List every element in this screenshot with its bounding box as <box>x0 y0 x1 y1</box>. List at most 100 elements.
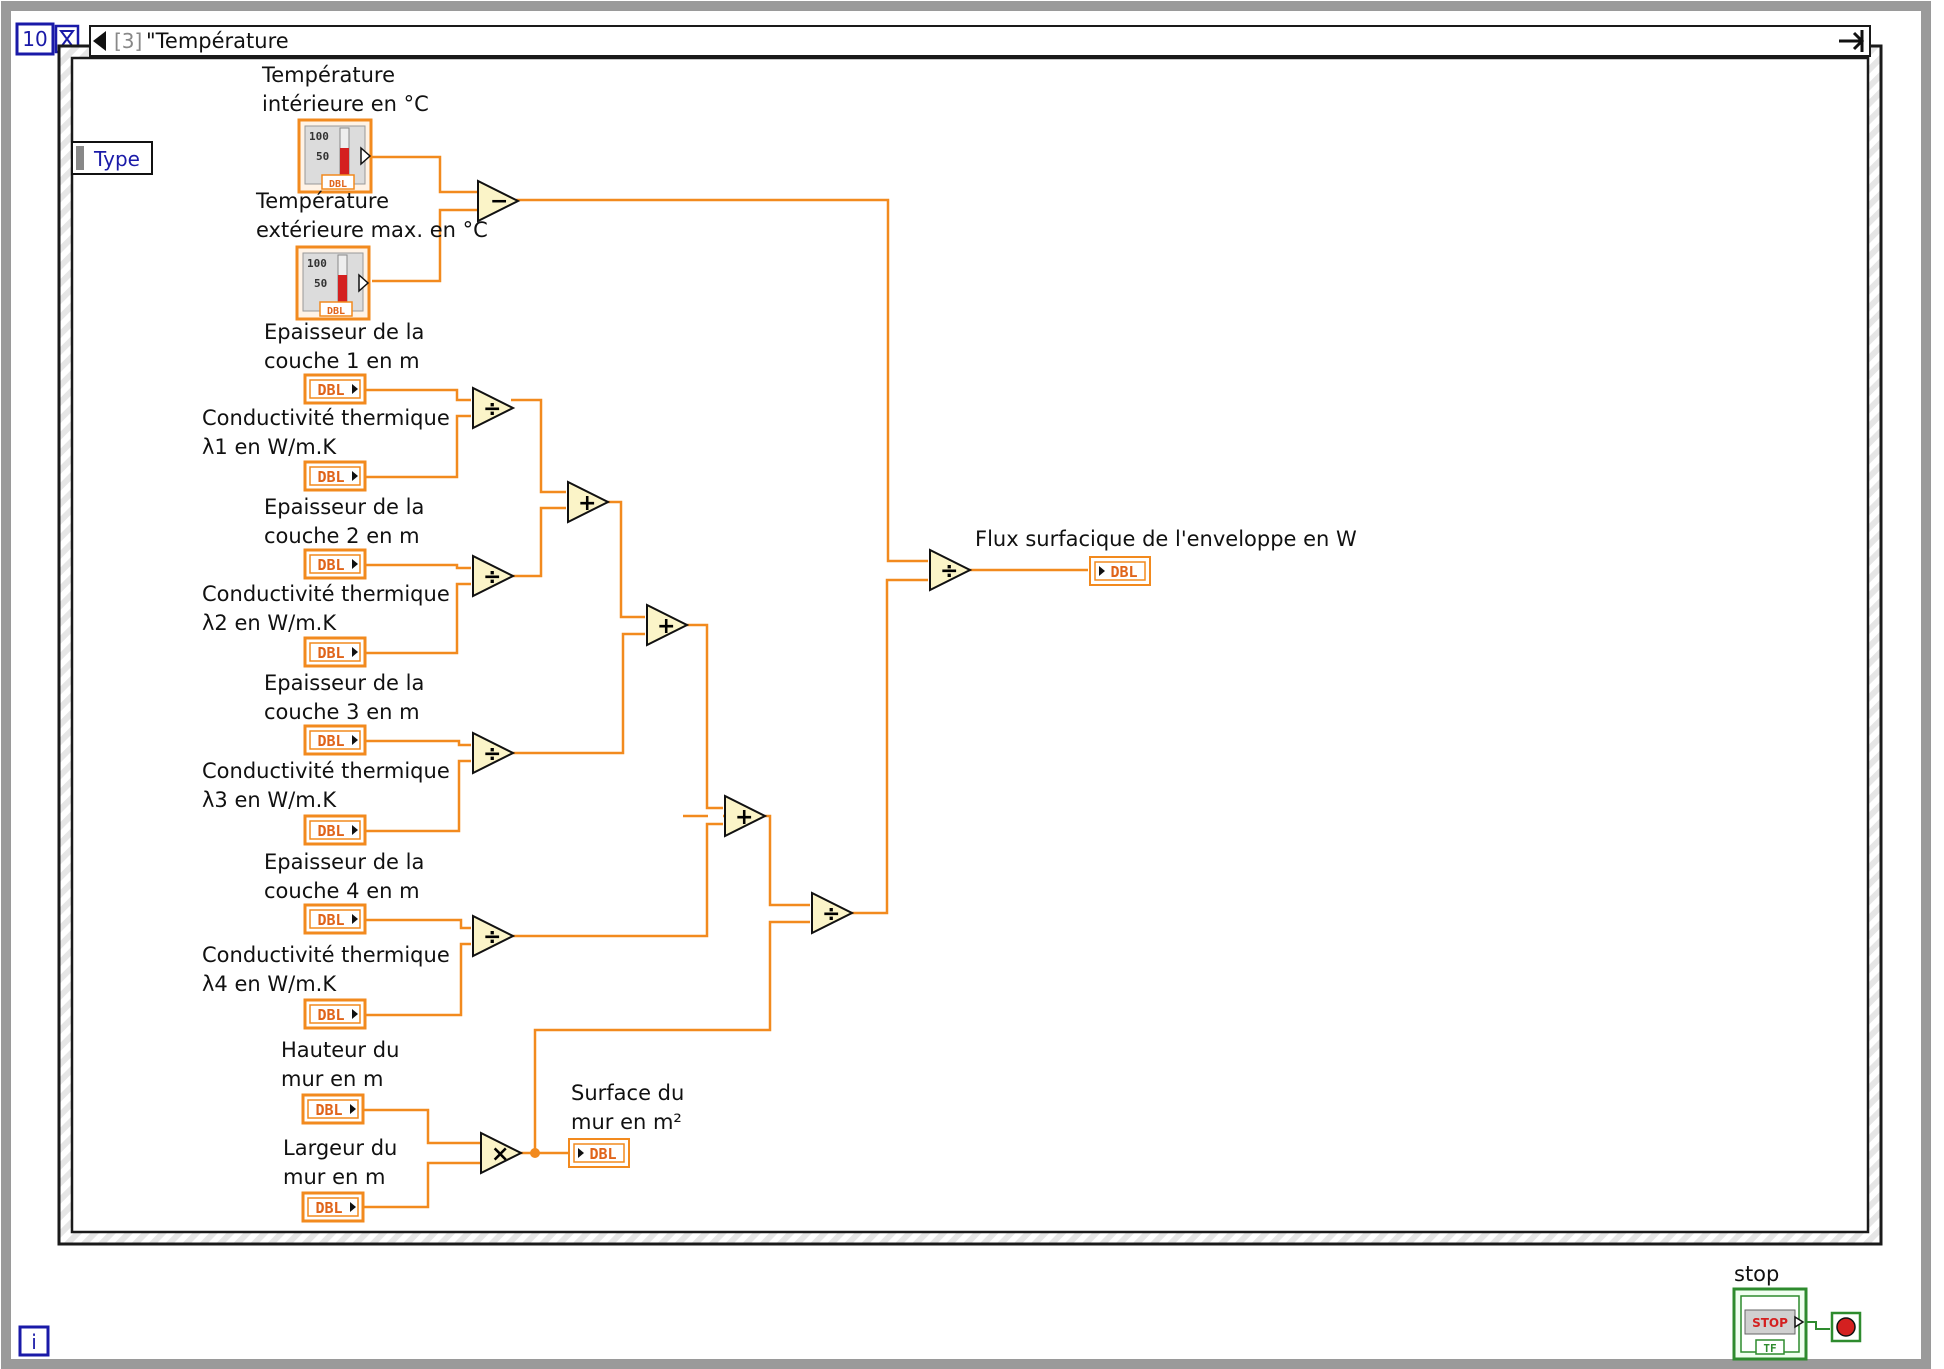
control-label-line: λ1 en W/m.K <box>202 435 337 459</box>
numeric-control-epaisseur-2[interactable]: DBL <box>303 548 367 580</box>
control-label-line: λ3 en W/m.K <box>202 788 337 812</box>
iteration-terminal: i <box>18 1325 50 1357</box>
type-badge: DBL <box>327 306 345 317</box>
divide-icon: ÷ <box>483 565 501 590</box>
type-badge: DBL <box>317 732 344 750</box>
control-label-line: λ4 en W/m.K <box>202 972 337 996</box>
case-selector-index: [3] <box>114 29 142 53</box>
wait-constant[interactable]: 10 <box>15 22 55 56</box>
divide-node-layer-1[interactable]: ÷ <box>472 386 516 430</box>
type-badge: DBL <box>589 1145 616 1163</box>
control-label-line: Hauteur du <box>281 1038 399 1062</box>
divide-node-flux[interactable]: ÷ <box>929 548 973 592</box>
case-next-icon[interactable] <box>1839 30 1865 52</box>
numeric-control-epaisseur-3[interactable]: DBL <box>303 724 367 756</box>
divide-node-resistance[interactable]: ÷ <box>811 891 855 935</box>
control-label-line: Température <box>261 63 395 87</box>
indicator-label-line: Surface du <box>571 1081 684 1105</box>
numeric-control-conductivite-4[interactable]: DBL <box>303 998 367 1030</box>
control-label-line: Epaisseur de la <box>264 320 424 344</box>
numeric-control-epaisseur-4[interactable]: DBL <box>303 903 367 935</box>
control-label-line: couche 4 en m <box>264 879 420 903</box>
control-label-line: Température <box>255 189 389 213</box>
control-label-line: Epaisseur de la <box>264 671 424 695</box>
control-label-line: Conductivité thermique <box>202 582 450 606</box>
control-label-line: Epaisseur de la <box>264 850 424 874</box>
stop-button-text: STOP <box>1752 1316 1788 1330</box>
subtract-node[interactable]: − <box>477 179 521 223</box>
type-badge: DBL <box>315 1101 342 1119</box>
stop-button-control[interactable]: STOP TF <box>1732 1287 1808 1361</box>
case-selector-value: "Température <box>146 29 289 53</box>
add-icon: + <box>735 805 753 830</box>
divide-icon: ÷ <box>940 559 958 584</box>
control-label-line: mur en m <box>281 1067 383 1091</box>
control-label-line: intérieure en °C <box>262 92 429 116</box>
divide-icon: ÷ <box>483 397 501 422</box>
divide-node-layer-3[interactable]: ÷ <box>472 731 516 775</box>
numeric-control-largeur[interactable]: DBL <box>301 1191 365 1223</box>
control-label-line: λ2 en W/m.K <box>202 611 337 635</box>
divide-icon: ÷ <box>483 925 501 950</box>
divide-icon: ÷ <box>822 902 840 927</box>
type-badge: DBL <box>317 381 344 399</box>
type-badge: DBL <box>317 1006 344 1024</box>
divide-icon: ÷ <box>483 742 501 767</box>
control-label-line: mur en m <box>283 1165 385 1189</box>
control-label-line: Conductivité thermique <box>202 759 450 783</box>
control-label-line: extérieure max. en °C <box>256 218 488 242</box>
numeric-control-conductivite-3[interactable]: DBL <box>303 814 367 846</box>
thermo-scale-50: 50 <box>316 150 329 163</box>
subtract-icon: − <box>490 189 508 214</box>
stop-type-badge: TF <box>1763 1342 1776 1355</box>
numeric-control-epaisseur-1[interactable]: DBL <box>303 373 367 405</box>
stop-label: stop <box>1734 1262 1779 1286</box>
case-prev-icon[interactable] <box>93 31 106 51</box>
numeric-control-conductivite-1[interactable]: DBL <box>303 460 367 492</box>
conditional-terminal[interactable] <box>1830 1311 1862 1343</box>
control-label-line: Conductivité thermique <box>202 406 450 430</box>
indicator-flux[interactable]: DBL <box>1089 556 1151 586</box>
add-icon: + <box>578 491 596 516</box>
multiply-icon: × <box>491 1142 509 1167</box>
stop-if-true-icon <box>1836 1317 1856 1337</box>
control-label-line: couche 3 en m <box>264 700 420 724</box>
indicator-label-line: mur en m² <box>571 1110 682 1134</box>
numeric-control-hauteur[interactable]: DBL <box>301 1093 365 1125</box>
wire-junction <box>530 1148 540 1158</box>
add-node-1[interactable]: + <box>567 480 611 524</box>
add-icon: + <box>657 614 675 639</box>
multiply-node[interactable]: × <box>480 1131 524 1175</box>
type-tunnel[interactable]: Type <box>71 141 153 175</box>
thermometer-control-interior[interactable]: 100 50 DBL <box>297 118 373 194</box>
thermo-scale-100: 100 <box>307 257 327 270</box>
type-badge: DBL <box>317 644 344 662</box>
control-label-line: Conductivité thermique <box>202 943 450 967</box>
wires <box>363 155 1088 1209</box>
type-badge: DBL <box>317 822 344 840</box>
stop-wire <box>1806 1321 1830 1330</box>
case-selector[interactable]: [3] "Température <box>89 25 1871 57</box>
wait-constant-value: 10 <box>22 27 47 51</box>
indicator-surface[interactable]: DBL <box>568 1138 630 1168</box>
divide-node-layer-4[interactable]: ÷ <box>472 914 516 958</box>
control-label-line: couche 1 en m <box>264 349 420 373</box>
type-tunnel-label: Type <box>93 147 140 171</box>
add-node-3[interactable]: + <box>724 794 768 838</box>
type-badge: DBL <box>1110 563 1137 581</box>
control-label-line: Epaisseur de la <box>264 495 424 519</box>
indicator-label-line: Flux surfacique de l'enveloppe en W <box>975 527 1357 551</box>
thermo-scale-50: 50 <box>314 277 327 290</box>
thermo-scale-100: 100 <box>309 130 329 143</box>
add-node-2[interactable]: + <box>646 603 690 647</box>
type-badge: DBL <box>315 1199 342 1217</box>
divide-node-layer-2[interactable]: ÷ <box>472 554 516 598</box>
type-badge: DBL <box>317 468 344 486</box>
iteration-terminal-label: i <box>31 1330 37 1354</box>
type-badge: DBL <box>329 179 347 190</box>
numeric-control-conductivite-2[interactable]: DBL <box>303 636 367 668</box>
thermometer-control-exterior[interactable]: 100 50 DBL <box>295 245 371 321</box>
control-label-line: couche 2 en m <box>264 524 420 548</box>
type-badge: DBL <box>317 556 344 574</box>
